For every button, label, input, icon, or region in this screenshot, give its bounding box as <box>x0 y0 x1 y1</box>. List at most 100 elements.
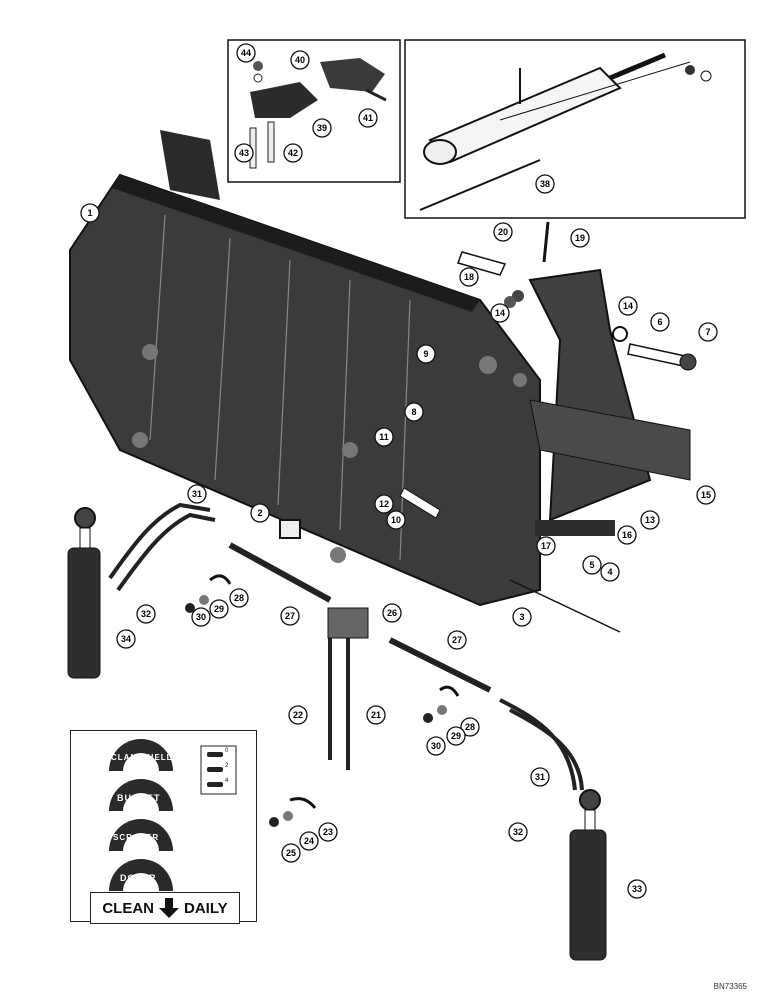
callout-circle <box>234 143 254 163</box>
callout-circle <box>299 831 319 851</box>
callout-circle <box>250 503 270 523</box>
decal-dozer: DOZER <box>120 873 157 883</box>
inset-box-cylinder <box>404 39 746 219</box>
callout-number: 17 <box>541 541 551 551</box>
callout-c34: 34 <box>116 629 136 649</box>
callout-number: 4 <box>607 567 612 577</box>
callout-circle <box>696 485 716 505</box>
indicator-mark-4: 4 <box>225 778 229 784</box>
callout-circle <box>512 607 532 627</box>
callout-circle <box>582 555 602 575</box>
callout-circle <box>209 599 229 619</box>
callout-c26: 26 <box>382 603 402 623</box>
callout-number: 34 <box>121 634 131 644</box>
callout-number: 22 <box>293 710 303 720</box>
callout-circle <box>236 43 256 63</box>
callout-number: 29 <box>451 731 461 741</box>
callout-circle <box>116 629 136 649</box>
callout-c27a: 27 <box>280 606 300 626</box>
callout-c28b: 28 <box>460 717 480 737</box>
callout-circle <box>618 296 638 316</box>
callout-number: 43 <box>239 148 249 158</box>
callout-number: 9 <box>423 349 428 359</box>
callout-circle <box>460 717 480 737</box>
callout-c15: 15 <box>696 485 716 505</box>
callout-c22: 22 <box>288 705 308 725</box>
callout-circle <box>80 203 100 223</box>
callout-circle <box>358 108 378 128</box>
callout-number: 1 <box>87 208 92 218</box>
callout-circle <box>459 267 479 287</box>
callout-circle <box>283 143 303 163</box>
callout-circle <box>627 879 647 899</box>
callout-circle <box>288 705 308 725</box>
callout-c21: 21 <box>366 705 386 725</box>
callout-number: 5 <box>589 560 594 570</box>
callout-circle <box>136 604 156 624</box>
callout-circle <box>508 822 528 842</box>
callout-c44: 44 <box>236 43 256 63</box>
callout-number: 27 <box>285 611 295 621</box>
lift-cylinder-right <box>569 789 607 961</box>
callout-c9: 9 <box>416 344 436 364</box>
decal-bucket: BUCKET <box>117 793 161 803</box>
loader-bucket <box>69 130 541 607</box>
callout-number: 23 <box>323 827 333 837</box>
callout-circle <box>617 525 637 545</box>
callout-circle <box>280 606 300 626</box>
callout-number: 15 <box>701 490 711 500</box>
callout-number: 6 <box>657 317 662 327</box>
callout-number: 2 <box>257 508 262 518</box>
indicator-mark-2: 2 <box>225 763 229 769</box>
callout-circle <box>312 118 332 138</box>
callout-circle <box>650 312 670 332</box>
callout-number: 28 <box>465 722 475 732</box>
callout-c11: 11 <box>374 427 394 447</box>
clamp-hardware <box>185 574 460 827</box>
drawing-number: BN73365 <box>713 982 747 991</box>
callout-circle <box>290 50 310 70</box>
decal-arcs <box>109 739 237 891</box>
callout-c29a: 29 <box>209 599 229 619</box>
callout-circle <box>493 222 513 242</box>
callout-c31a: 31 <box>187 484 207 504</box>
clean-daily-decal: CLEAN DAILY <box>90 892 240 924</box>
callout-number: 14 <box>495 308 505 318</box>
indicator-mark-0: 0 <box>225 748 229 754</box>
callout-c33: 33 <box>627 879 647 899</box>
callout-c42: 42 <box>283 143 303 163</box>
callout-number: 19 <box>575 233 585 243</box>
arrow-down-icon <box>159 898 180 918</box>
callout-c40: 40 <box>290 50 310 70</box>
callout-c7: 7 <box>698 322 718 342</box>
callout-circle <box>366 705 386 725</box>
callout-circle <box>640 510 660 530</box>
callout-c28a: 28 <box>229 588 249 608</box>
callout-c13: 13 <box>640 510 660 530</box>
callout-number: 32 <box>513 827 523 837</box>
callout-circle <box>416 344 436 364</box>
callout-circle <box>374 427 394 447</box>
callout-c6: 6 <box>650 312 670 332</box>
callout-number: 14 <box>623 301 633 311</box>
callout-number: 32 <box>141 609 151 619</box>
callout-number: 11 <box>379 432 389 442</box>
callout-c1: 1 <box>80 203 100 223</box>
callout-c27b: 27 <box>447 630 467 650</box>
callout-number: 31 <box>192 489 202 499</box>
callout-c43: 43 <box>234 143 254 163</box>
callout-c32a: 32 <box>136 604 156 624</box>
callout-number: 10 <box>391 515 401 525</box>
inset-box-tooth <box>227 39 401 183</box>
callout-circle <box>191 607 211 627</box>
callout-number: 39 <box>317 123 327 133</box>
callout-number: 41 <box>363 113 373 123</box>
decal-clam-shell: CLAM SHELL <box>111 753 173 762</box>
callout-c25: 25 <box>281 843 301 863</box>
callout-number: 16 <box>622 530 632 540</box>
callout-circle <box>386 510 406 530</box>
callout-circle <box>318 822 338 842</box>
callout-number: 13 <box>645 515 655 525</box>
callout-number: 18 <box>464 272 474 282</box>
